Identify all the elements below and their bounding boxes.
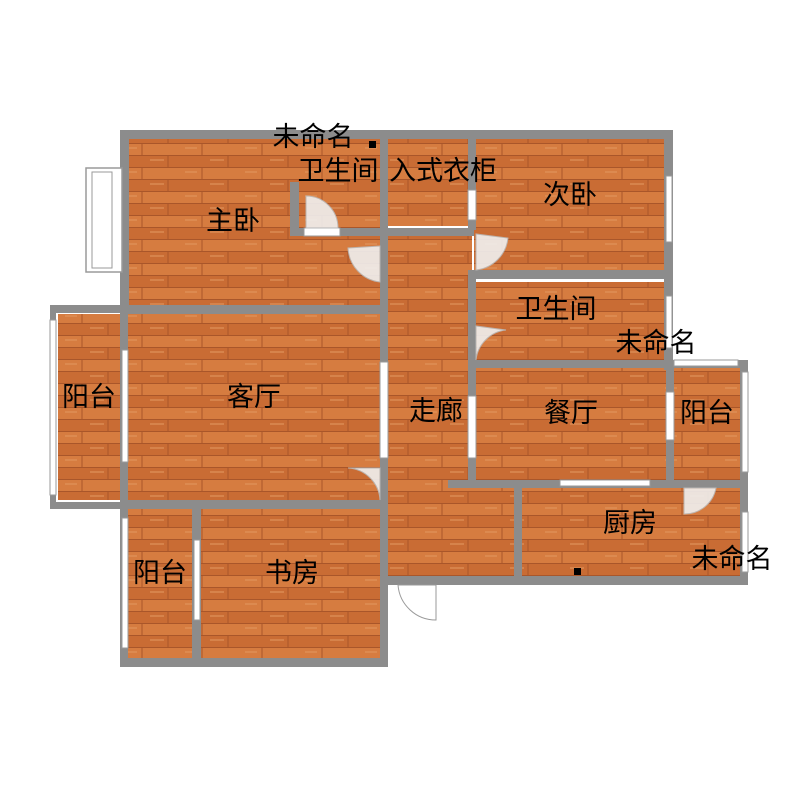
label-kitchen: 厨房	[603, 508, 657, 539]
label-dining-room: 餐厅	[544, 398, 598, 429]
floor-living-room	[128, 314, 382, 502]
window	[467, 395, 477, 459]
wall	[120, 130, 672, 139]
door-swing[interactable]	[347, 245, 381, 283]
wall	[290, 182, 299, 232]
floor-corridor-south	[386, 488, 518, 576]
wall	[468, 270, 672, 279]
wall	[380, 505, 388, 667]
wall	[514, 484, 522, 580]
label-corridor: 走廊	[409, 396, 463, 427]
window	[91, 171, 113, 269]
door-swing[interactable]	[397, 584, 437, 621]
wall	[468, 360, 748, 368]
door-swing[interactable]	[305, 195, 339, 229]
wall	[664, 130, 673, 370]
label-bathroom-1: 卫生间	[298, 156, 379, 187]
label-unnamed-top: 未命名	[273, 122, 354, 153]
floor-balcony-east	[674, 366, 742, 480]
wall	[386, 576, 748, 585]
door-swing[interactable]	[475, 325, 507, 361]
wall	[120, 305, 386, 314]
window	[49, 319, 57, 496]
wall	[120, 305, 128, 665]
label-bathroom-2: 卫生间	[516, 294, 597, 325]
floor-bathroom-2	[474, 282, 666, 362]
floor-walk-in-closet	[388, 138, 470, 226]
window	[467, 189, 477, 221]
floor-study	[200, 508, 382, 660]
label-balcony-east: 阳台	[680, 398, 734, 429]
window	[741, 371, 749, 473]
wall	[50, 502, 128, 509]
wall	[50, 305, 128, 313]
label-master-bedroom: 主卧	[206, 206, 260, 237]
window	[665, 175, 673, 243]
label-balcony-south: 阳台	[133, 558, 187, 589]
marker	[369, 141, 376, 148]
window	[379, 361, 389, 459]
wall	[120, 500, 386, 509]
wall	[468, 130, 476, 230]
floor-balcony-west	[58, 314, 124, 500]
window	[303, 227, 341, 237]
wall	[120, 658, 388, 667]
window	[121, 349, 129, 463]
window	[121, 517, 129, 649]
window	[665, 295, 673, 349]
window	[559, 479, 651, 487]
label-walk-in-closet: 入式衣柜	[389, 156, 497, 187]
window	[193, 539, 201, 621]
label-second-bedroom: 次卧	[543, 180, 597, 211]
label-unnamed-right: 未命名	[616, 328, 697, 359]
door-swing[interactable]	[475, 233, 509, 271]
room-labels: 主卧 卫生间 入式衣柜 次卧 卫生间 客厅 走廊 餐厅 厨房 书房 阳台 阳台 …	[62, 122, 773, 589]
label-unnamed-bottom-right: 未命名	[692, 544, 773, 575]
floors	[58, 138, 742, 660]
wall	[120, 130, 129, 310]
label-study: 书房	[265, 558, 319, 589]
door-swing[interactable]	[683, 487, 717, 515]
window	[665, 391, 675, 441]
door-swing[interactable]	[347, 467, 381, 501]
windows	[49, 167, 749, 649]
window	[741, 511, 749, 573]
label-living-room: 客厅	[227, 382, 281, 413]
wall	[380, 130, 388, 230]
floor-balcony-south	[128, 508, 194, 660]
marker	[574, 568, 581, 575]
label-balcony-west: 阳台	[62, 382, 116, 413]
wall	[468, 270, 476, 480]
floor-dining-room	[474, 368, 670, 480]
doors	[305, 195, 717, 621]
floor-second-bedroom	[474, 138, 666, 272]
window	[673, 359, 739, 367]
